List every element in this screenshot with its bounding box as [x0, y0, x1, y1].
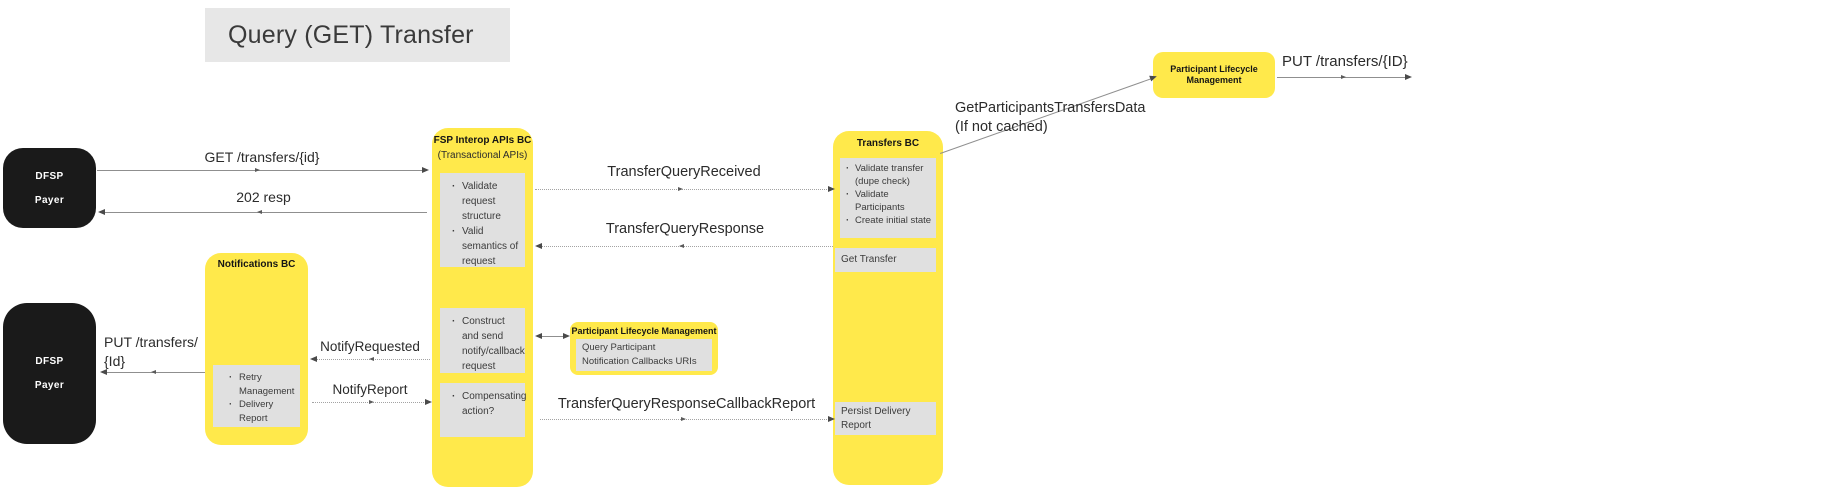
- task-list: Compensating action?: [440, 383, 526, 419]
- node-title-line2: Management: [1186, 75, 1242, 85]
- arrowhead-left: [535, 243, 542, 249]
- task-item: Validate request structure: [440, 179, 523, 224]
- step-label: Persist Delivery Report: [841, 406, 911, 431]
- actor-label-line1: DFSP: [35, 170, 64, 182]
- node-dfsp-payer-top[interactable]: DFSP Payer: [3, 148, 96, 228]
- label-line1: GetParticipantsTransfersData: [955, 100, 1146, 116]
- node-transfers-bc[interactable]: Transfers BC Validate transfer (dupe che…: [833, 131, 943, 485]
- node-participant-lifecycle-management-mid[interactable]: Participant Lifecycle Management Query P…: [570, 322, 718, 375]
- node-title: FSP Interop APIs BC: [433, 135, 532, 146]
- task-group-compensate: Compensating action?: [440, 383, 526, 437]
- task-item: Validate transfer (dupe check): [840, 162, 934, 188]
- task-line2: Notification Callbacks URIs: [582, 356, 697, 367]
- task-item: Create initial state: [840, 214, 934, 227]
- label-transfer-query-received: TransferQueryReceived: [607, 164, 761, 180]
- task-list: Construct and send notify/callback reque…: [440, 308, 525, 374]
- label-transfer-query-response: TransferQueryResponse: [605, 221, 765, 237]
- node-dfsp-payer-bottom[interactable]: DFSP Payer: [3, 303, 96, 444]
- actor-label-line2: Payer: [34, 380, 65, 391]
- label-202-resp: 202 resp: [236, 189, 291, 205]
- task-line1: Query Participant: [582, 342, 656, 353]
- task-list: Retry ManagementDelivery Report: [213, 365, 300, 425]
- task-item: Construct and send notify/callback reque…: [440, 314, 525, 374]
- node-notifications-bc[interactable]: Notifications BC Retry ManagementDeliver…: [205, 253, 308, 445]
- connector-notify-report: [312, 399, 432, 405]
- task-group-notify: Construct and send notify/callback reque…: [440, 308, 525, 373]
- arrowhead-left: [100, 369, 107, 375]
- connector-202-resp: [98, 209, 427, 215]
- actor-label-line2: Payer: [34, 194, 65, 206]
- node-title: Transfers BC: [856, 138, 920, 149]
- label-put-transfers-id-lower: PUT /transfers/ {Id}: [104, 333, 214, 371]
- connector-notify-requested: [310, 356, 430, 362]
- connector-transfer-query-received: [535, 186, 835, 192]
- label-put-transfers-id-upper: PUT /transfers/{ID}: [1282, 53, 1408, 70]
- node-fsp-interop-apis-bc[interactable]: FSP Interop APIs BC (Transactional APIs)…: [432, 128, 533, 487]
- connector-get-transfers: [97, 167, 429, 173]
- arrowhead-left: [535, 333, 542, 339]
- step-persist-delivery-report: Persist Delivery Report: [835, 402, 936, 435]
- task-group-validate: Validate request structureValid semantic…: [440, 173, 525, 267]
- task-group-notifications: Retry ManagementDelivery Report: [213, 365, 300, 427]
- label-callback-report: TransferQueryResponseCallbackReport: [557, 396, 816, 412]
- connector-put-transfers-id-upper: [1277, 74, 1412, 80]
- label-notify-requested: NotifyRequested: [320, 339, 420, 354]
- task-group-query-callbacks: Query Participant Notification Callbacks…: [576, 339, 712, 371]
- connector-callback-report: [540, 416, 835, 422]
- task-item: Retry Management: [213, 371, 298, 398]
- task-item: Validate Participants: [840, 188, 934, 214]
- step-label: Get Transfer: [841, 254, 897, 265]
- task-item: Delivery Report: [213, 398, 298, 425]
- task-item: Compensating action?: [440, 389, 526, 419]
- page-title: Query (GET) Transfer: [228, 20, 474, 49]
- label-get-transfers: GET /transfers/{id}: [204, 149, 320, 165]
- node-subtitle: (Transactional APIs): [437, 150, 528, 161]
- task-item: Valid semantics of request: [440, 224, 523, 269]
- connector-transfer-query-response: [535, 243, 833, 249]
- arrowhead-left: [98, 209, 105, 215]
- arrowhead-left: [310, 356, 317, 362]
- task-list: Validate request structureValid semantic…: [440, 173, 525, 269]
- connector-put-transfers-id-lower: [100, 369, 205, 375]
- step-get-transfer: Get Transfer: [835, 248, 936, 272]
- actor-label-line1: DFSP: [35, 356, 64, 367]
- node-title: Participant Lifecycle Management: [571, 326, 717, 336]
- label-line2: (If not cached): [955, 119, 1048, 135]
- node-title-line1: Participant Lifecycle: [1170, 64, 1258, 74]
- connector-plm-bidirectional: [535, 333, 570, 339]
- label-line2: {Id}: [104, 353, 126, 369]
- node-title: Notifications BC: [217, 259, 296, 270]
- label-line1: PUT /transfers/: [104, 334, 198, 350]
- label-notify-report: NotifyReport: [332, 382, 408, 397]
- task-group-validate-transfer: Validate transfer (dupe check)Validate P…: [840, 158, 936, 238]
- node-participant-lifecycle-management-top[interactable]: Participant Lifecycle Management: [1153, 52, 1275, 98]
- diagram-title-card[interactable]: Query (GET) Transfer: [205, 8, 510, 62]
- label-get-participants-data: GetParticipantsTransfersData (If not cac…: [955, 99, 1195, 137]
- task-list: Validate transfer (dupe check)Validate P…: [840, 158, 936, 227]
